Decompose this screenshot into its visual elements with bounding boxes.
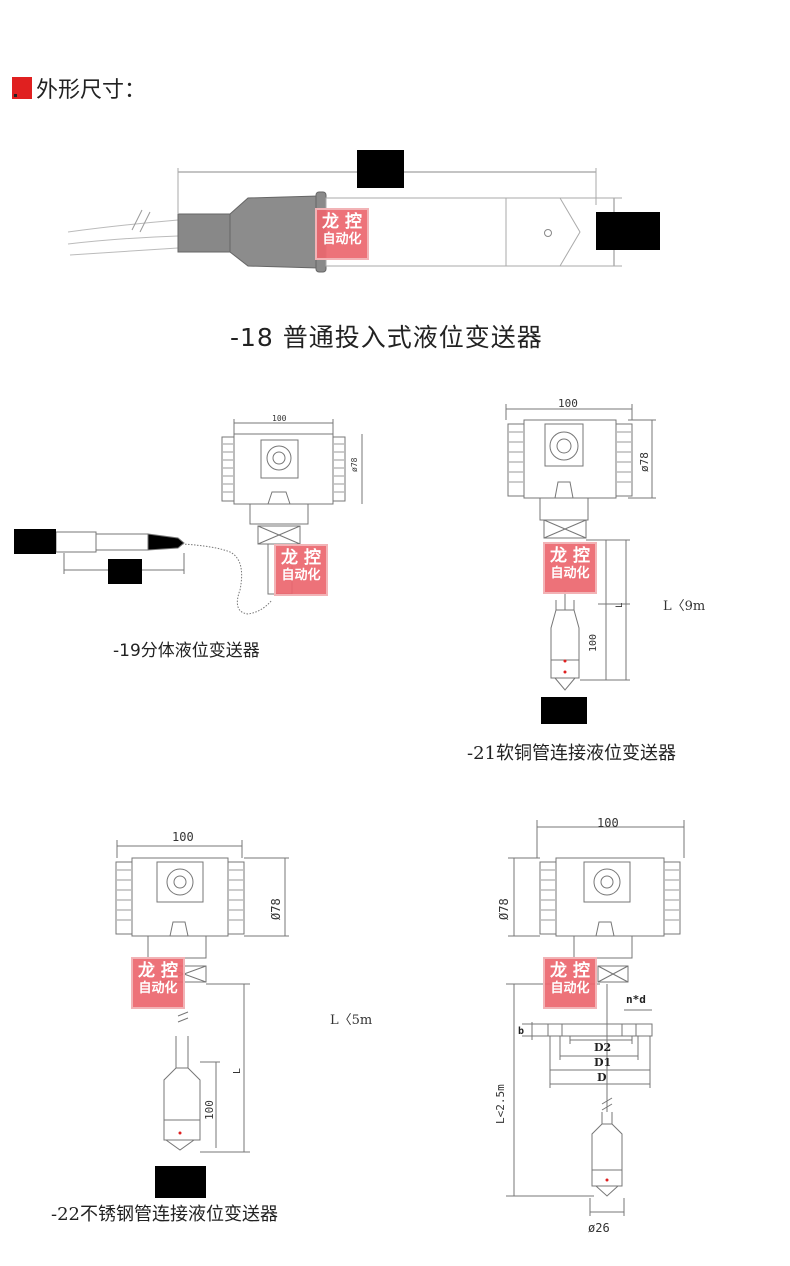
caption-19: -19分体液位变送器: [113, 641, 260, 661]
red-square-icon: [12, 77, 32, 99]
redaction-block: [108, 559, 142, 584]
dim-width-100: 100: [272, 414, 287, 423]
dim-dia-78: ø78: [638, 452, 651, 472]
redaction-block: [596, 212, 660, 250]
redaction-block: [541, 697, 587, 724]
transmitter-flange-drawing: [506, 820, 685, 1216]
max-length-label: L〈5m: [330, 1013, 372, 1028]
section-title: 外形尺寸：: [36, 78, 147, 103]
dim-height-100: 100: [588, 634, 599, 652]
caption-18: -18 普通投入式液位变送器: [230, 323, 543, 352]
watermark-logo: 龙 控自动化: [315, 208, 369, 260]
caption-22: -22不锈钢管连接液位变送器: [51, 1204, 278, 1225]
transmitter-21-drawing: [505, 404, 656, 691]
dim-length-L: L: [232, 1068, 243, 1074]
dim-width-100: 100: [172, 830, 194, 844]
dim-length-label: L<2.5m: [494, 1084, 507, 1124]
dim-height-100: 100: [203, 1100, 216, 1120]
caption-21: -21软铜管连接液位变送器: [467, 743, 676, 764]
dim-length-L: L: [615, 603, 625, 608]
dim-dia-78: Ø78: [269, 898, 283, 920]
redaction-block: [357, 150, 404, 188]
watermark-logo: 龙 控自动化: [543, 957, 597, 1009]
redaction-block: [155, 1166, 206, 1198]
watermark-logo: 龙 控自动化: [543, 542, 597, 594]
dim-dia-78: Ø78: [497, 898, 511, 920]
holes-label: n*d: [626, 993, 646, 1006]
dim-D1: D1: [594, 1056, 611, 1069]
watermark-logo: 龙 控自动化: [131, 957, 185, 1009]
transmitter-19-drawing: [55, 419, 363, 615]
dim-D2: D2: [594, 1041, 611, 1054]
dim-dia-26: ø26: [588, 1221, 610, 1235]
dim-D: D: [597, 1071, 607, 1084]
watermark-logo: 龙 控自动化: [274, 544, 328, 596]
dim-width-100: 100: [597, 816, 619, 830]
section-header: 外形尺寸：: [12, 74, 147, 103]
dim-width-100: 100: [558, 397, 578, 410]
max-length-label: L〈9m: [663, 599, 705, 614]
redaction-block: [14, 529, 56, 554]
dim-dia-78: ø78: [350, 457, 359, 472]
thickness-label: b: [518, 1026, 524, 1037]
